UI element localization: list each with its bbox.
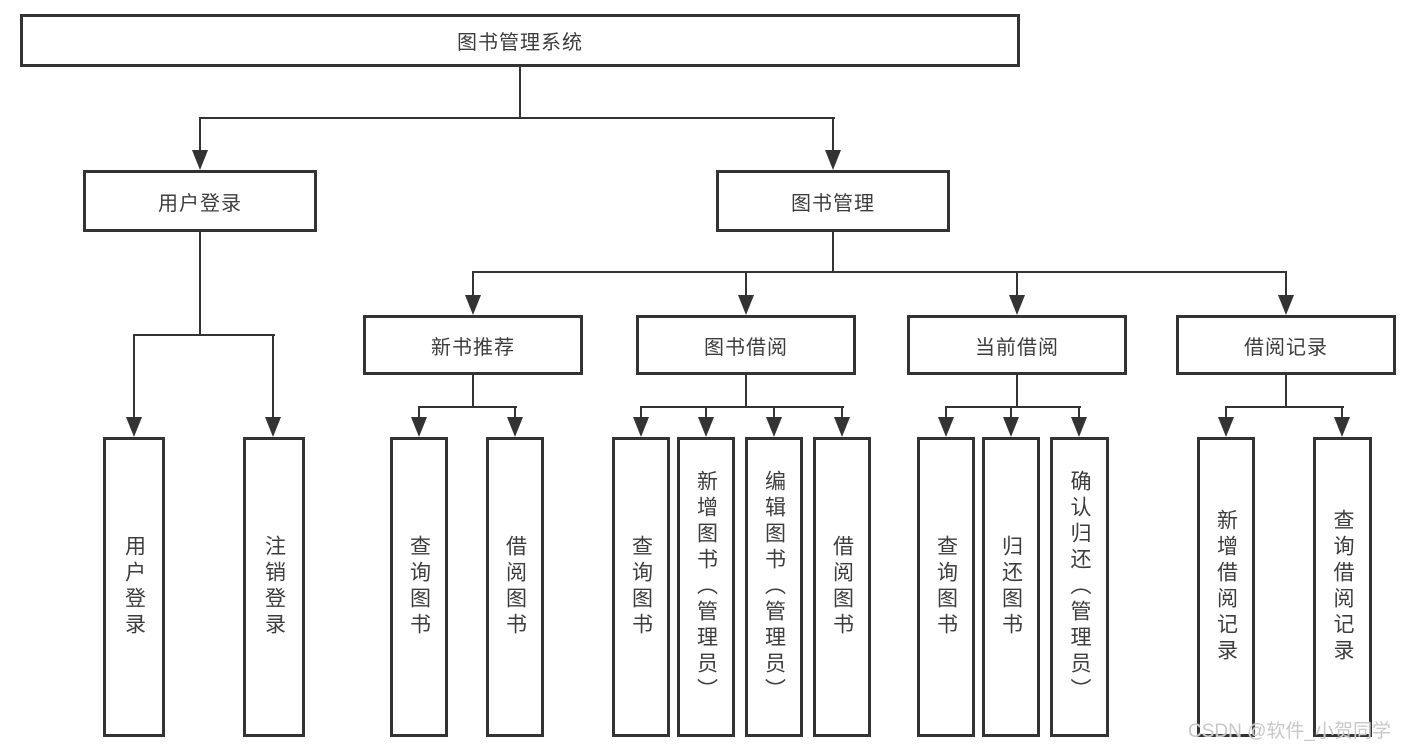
- arrow-down-cur-query: [938, 417, 954, 437]
- connector-new-book-stem: [472, 374, 474, 408]
- node-library-system-label: 图书管理系统: [457, 32, 583, 54]
- connector-book-management-stem: [832, 231, 834, 273]
- connector-root-bus: [199, 117, 835, 119]
- leaf-recommend-borrow-books-label: 借阅图书: [503, 535, 527, 639]
- connector-drop-bor-edit: [773, 406, 775, 419]
- leaf-borrowing-query-books: 查询图书: [612, 437, 670, 737]
- leaf-recommend-query-books: 查询图书: [390, 437, 448, 737]
- node-library-system: 图书管理系统: [20, 14, 1020, 67]
- node-new-book-recommendation-label: 新书推荐: [431, 336, 515, 359]
- leaf-borrowing-edit-books-admin-label: 编辑图书（管理员）: [762, 470, 786, 704]
- arrow-down-bor-query: [633, 417, 649, 437]
- leaf-borrowing-borrow-books-label: 借阅图书: [830, 535, 854, 639]
- arrow-down-rec-borrow: [507, 417, 523, 437]
- leaf-current-query-books: 查询图书: [917, 437, 975, 737]
- leaf-current-return-books-label: 归还图书: [999, 535, 1023, 639]
- connector-current-borrowing-stem: [1016, 374, 1018, 408]
- connector-drop-bor-add: [705, 406, 707, 419]
- arrow-down-leaf-logout: [265, 417, 281, 437]
- connector-drop-cur-return: [1010, 406, 1012, 419]
- connector-drop-bor-borrow: [841, 406, 843, 419]
- leaf-borrowing-query-books-label: 查询图书: [629, 535, 653, 639]
- arrow-down-user-login: [192, 150, 208, 170]
- connector-book-management-bus: [472, 271, 1287, 273]
- leaf-borrowing-add-books-admin-label: 新增图书（管理员）: [694, 470, 718, 704]
- node-user-login-label: 用户登录: [158, 192, 242, 215]
- connector-new-book-bus: [419, 406, 517, 408]
- connector-user-login-bus: [133, 334, 275, 336]
- leaf-recommend-borrow-books: 借阅图书: [486, 437, 544, 737]
- connector-drop-cur-query: [945, 406, 947, 419]
- arrow-down-new-book: [465, 295, 481, 315]
- leaf-records-query-borrow-record-label: 查询借阅记录: [1331, 509, 1354, 665]
- arrow-down-bor-add: [698, 417, 714, 437]
- node-current-borrowing-label: 当前借阅: [975, 336, 1059, 359]
- leaf-current-query-books-label: 查询图书: [934, 535, 958, 639]
- connector-drop-user-login: [199, 117, 201, 153]
- connector-drop-rec-add-record: [1225, 406, 1227, 419]
- connector-root-stem: [519, 66, 521, 119]
- connector-drop-borrowing-records: [1285, 271, 1287, 298]
- node-book-management-label: 图书管理: [791, 192, 875, 215]
- connector-drop-rec-borrow: [514, 406, 516, 419]
- arrow-down-leaf-user-login: [126, 417, 142, 437]
- leaf-current-return-books: 归还图书: [982, 437, 1040, 737]
- leaf-user-login: 用户登录: [103, 437, 165, 737]
- arrow-down-current-borrowing: [1009, 295, 1025, 315]
- leaf-records-query-borrow-record: 查询借阅记录: [1313, 437, 1372, 737]
- leaf-logout-login: 注销登录: [243, 437, 305, 737]
- node-current-borrowing: 当前借阅: [907, 315, 1127, 375]
- leaf-current-confirm-return-admin: 确认归还（管理员）: [1050, 437, 1109, 737]
- leaf-borrowing-edit-books-admin: 编辑图书（管理员）: [745, 437, 803, 737]
- connector-drop-new-book: [472, 271, 474, 298]
- leaf-borrowing-add-books-admin: 新增图书（管理员）: [677, 437, 735, 737]
- arrow-down-rec-query-record: [1334, 417, 1350, 437]
- leaf-current-confirm-return-admin-label: 确认归还（管理员）: [1068, 470, 1091, 704]
- connector-drop-cur-confirm: [1078, 406, 1080, 419]
- node-user-login: 用户登录: [83, 170, 317, 232]
- node-book-borrowing-label: 图书借阅: [704, 336, 788, 359]
- connector-drop-rec-query: [418, 406, 420, 419]
- connector-drop-leaf-logout: [272, 334, 274, 419]
- connector-drop-leaf-user-login: [133, 334, 135, 419]
- leaf-records-add-borrow-record-label: 新增借阅记录: [1214, 509, 1238, 665]
- arrow-down-book-borrowing: [738, 295, 754, 315]
- connector-drop-book-management: [832, 117, 834, 153]
- connector-book-borrowing-stem: [745, 374, 747, 408]
- node-new-book-recommendation: 新书推荐: [363, 315, 583, 375]
- arrow-down-rec-query: [411, 417, 427, 437]
- connector-borrowing-records-stem: [1285, 374, 1287, 408]
- leaf-borrowing-borrow-books: 借阅图书: [813, 437, 871, 737]
- leaf-recommend-query-books-label: 查询图书: [407, 535, 431, 639]
- leaf-records-add-borrow-record: 新增借阅记录: [1197, 437, 1255, 737]
- connector-book-borrowing-bus: [641, 406, 844, 408]
- connector-current-borrowing-bus: [946, 406, 1081, 408]
- connector-borrowing-records-bus: [1226, 406, 1344, 408]
- leaf-logout-login-label: 注销登录: [262, 535, 286, 639]
- arrow-down-cur-return: [1003, 417, 1019, 437]
- node-borrowing-records: 借阅记录: [1176, 315, 1396, 375]
- connector-user-login-stem: [199, 231, 201, 336]
- arrow-down-bor-edit: [766, 417, 782, 437]
- node-book-management: 图书管理: [716, 170, 950, 232]
- connector-drop-bor-query: [640, 406, 642, 419]
- arrow-down-bor-borrow: [834, 417, 850, 437]
- connector-drop-rec-query-record: [1341, 406, 1343, 419]
- csdn-watermark: CSDN @软件_小贺同学: [1188, 721, 1391, 742]
- connector-drop-book-borrowing: [745, 271, 747, 298]
- connector-drop-current-borrowing: [1016, 271, 1018, 298]
- arrow-down-rec-add-record: [1218, 417, 1234, 437]
- leaf-user-login-label: 用户登录: [122, 535, 146, 639]
- node-borrowing-records-label: 借阅记录: [1244, 336, 1328, 359]
- arrow-down-book-management: [825, 150, 841, 170]
- arrow-down-borrowing-records: [1278, 295, 1294, 315]
- arrow-down-cur-confirm: [1071, 417, 1087, 437]
- node-book-borrowing: 图书借阅: [636, 315, 856, 375]
